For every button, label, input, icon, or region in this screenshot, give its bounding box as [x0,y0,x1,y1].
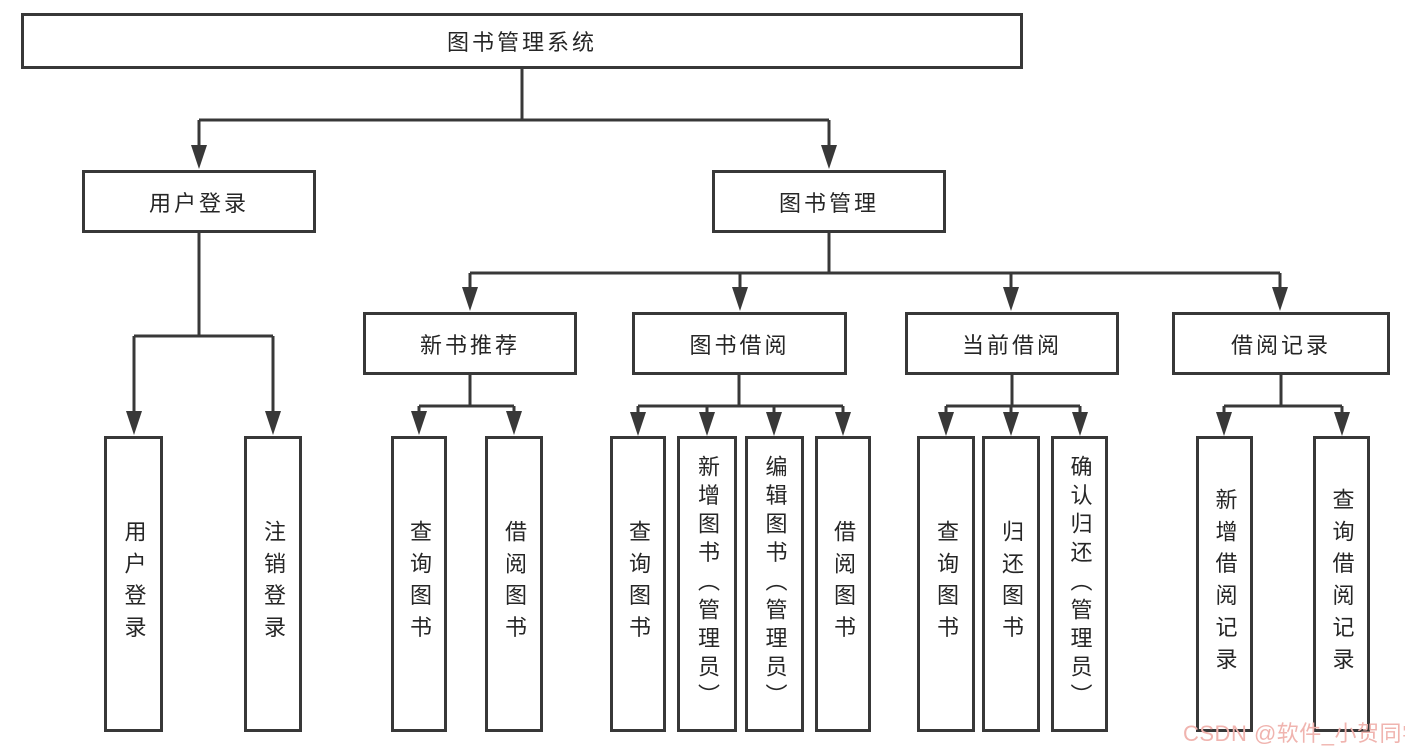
node-borrow-records: 借阅记录 [1172,312,1390,375]
leaf-edit-books-admin: 编辑图书（管理员） [745,436,804,732]
node-label: 新书推荐 [419,332,520,358]
node-label: 新增借阅记录 [1212,488,1238,680]
node-user-login: 用户登录 [82,170,316,233]
leaf-add-books-admin: 新增图书（管理员） [677,436,737,732]
node-label: 查询借阅记录 [1329,488,1355,680]
leaf-return-books: 归还图书 [982,436,1040,732]
node-label: 确认归还（管理员） [1067,455,1093,713]
watermark: CSDN @软件_小贺同学 [1183,721,1405,746]
node-label: 查询图书 [407,520,432,648]
leaf-borrow-books-recommend: 借阅图书 [485,436,543,732]
node-current-borrow: 当前借阅 [905,312,1119,375]
node-book-borrow: 图书借阅 [632,312,847,375]
node-label: 查询图书 [934,520,959,648]
leaf-query-books-borrow: 查询图书 [610,436,666,732]
leaf-logout: 注销登录 [244,436,302,732]
node-root-system: 图书管理系统 [21,13,1023,69]
leaf-query-books-current: 查询图书 [917,436,975,732]
leaf-borrow-books: 借阅图书 [815,436,871,732]
node-label: 借阅图书 [831,520,856,648]
leaf-query-books-recommend: 查询图书 [391,436,447,732]
node-label: 查询图书 [626,520,651,648]
node-label: 图书管理 [778,190,879,216]
node-label: 当前借阅 [961,332,1062,358]
leaf-confirm-return-admin: 确认归还（管理员） [1051,436,1108,732]
leaf-query-borrow-record: 查询借阅记录 [1313,436,1370,732]
node-label: 用户登录 [121,520,147,648]
node-label: 归还图书 [999,520,1024,648]
node-new-book-recommend: 新书推荐 [363,312,577,375]
node-label: 用户登录 [148,190,249,216]
node-label: 借阅图书 [502,520,527,648]
arrowheads [126,145,1350,436]
node-label: 新增图书（管理员） [695,455,720,713]
node-book-management: 图书管理 [712,170,946,233]
leaf-add-borrow-record: 新增借阅记录 [1196,436,1253,732]
node-label: 图书管理系统 [446,30,597,55]
node-label: 图书借阅 [689,332,790,358]
node-label: 注销登录 [261,520,286,648]
node-label: 编辑图书（管理员） [762,455,788,713]
leaf-user-login: 用户登录 [104,436,163,732]
node-label: 借阅记录 [1230,332,1331,358]
